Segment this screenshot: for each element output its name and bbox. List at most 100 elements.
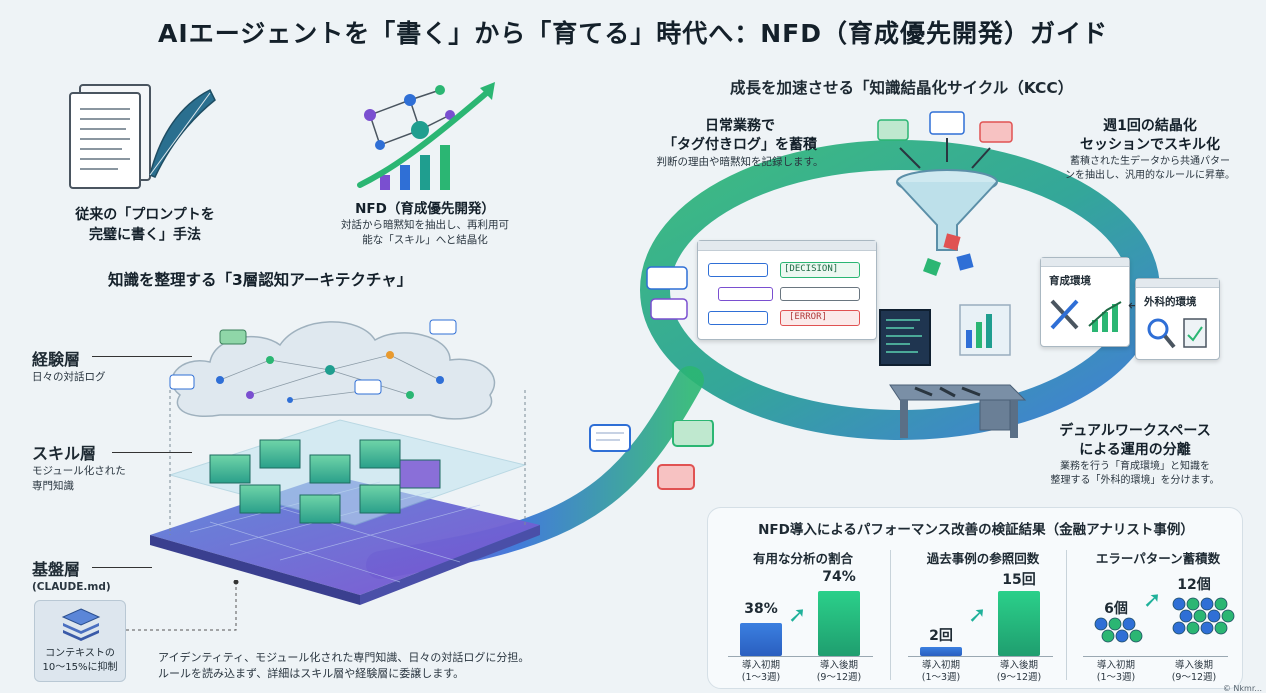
env-b-label: 外科的環境	[1144, 296, 1197, 308]
layer-base-name: 基盤層	[32, 560, 81, 579]
chat-bubble-icon	[646, 266, 688, 320]
step2-title2: セッションでスキル化	[1080, 137, 1220, 153]
period-before: 導入初期(1〜3週)	[726, 660, 796, 684]
three-layer-illustration	[150, 319, 540, 605]
layers-stack-icon	[61, 608, 101, 641]
step2-desc1: 蓄積された生データから共通パター	[1070, 156, 1230, 167]
bar-after	[998, 591, 1040, 656]
network-growth-icon	[357, 82, 495, 190]
period-after: 導入後期(9〜12週)	[984, 660, 1054, 684]
bar-after	[818, 591, 860, 656]
context-line2: 10〜15%に抑制	[42, 662, 118, 673]
error-tag: [ERROR]	[780, 310, 860, 326]
chat-bubble-icon	[589, 420, 714, 490]
context-box: コンテキストの 10〜15%に抑制	[34, 600, 126, 682]
error-cluster-after	[1172, 597, 1235, 635]
nfd-title: NFD（育成優先開発）	[355, 201, 495, 217]
error-cluster-before	[1094, 617, 1143, 643]
env-a-label: 育成環境	[1049, 275, 1091, 287]
period-range: (1〜3週)	[921, 672, 961, 683]
traditional-line2: 完璧に書く」手法	[89, 227, 201, 243]
architecture-footer1: アイデンティティ、モジュール化された専門知識、日々の対話ログに分担。	[158, 651, 530, 664]
paper-feather-icon	[69, 84, 216, 189]
layer-skill-desc1: モジュール化された	[32, 465, 126, 477]
baseline	[908, 656, 1053, 657]
metrics-panel: NFD導入によるパフォーマンス改善の検証結果（金融アナリスト事例） 有用な分析の…	[707, 507, 1243, 689]
metric-column: 有用な分析の割合 38% 74% ➚ 導入初期(1〜3週) 導入後期(9〜12週)	[718, 508, 888, 690]
period-range: (1〜3週)	[741, 672, 781, 683]
page-title: AIエージェントを「書く」から「育てる」時代へ：NFD（育成優先開発）ガイド	[158, 19, 1108, 48]
workstation-icon	[879, 304, 1027, 438]
period-range: (9〜12週)	[816, 672, 862, 683]
metric-divider	[1066, 550, 1067, 680]
leader-line	[92, 567, 152, 568]
layer-base-desc: (CLAUDE.md)	[32, 581, 111, 593]
surgical-env-window: 外科的環境	[1135, 278, 1220, 360]
period-label: 導入初期	[921, 660, 960, 671]
architecture-footer2: ルールを読み込まず、詳細はスキル層や経験層に委譲します。	[158, 667, 465, 680]
period-before: 導入初期(1〜3週)	[906, 660, 976, 684]
period-range: (1〜3週)	[1096, 672, 1136, 683]
context-connector	[126, 580, 239, 631]
tools-icon	[1050, 299, 1122, 332]
period-label: 導入後期	[1174, 660, 1213, 671]
bar-before	[740, 622, 782, 656]
value-before: 6個	[1104, 601, 1128, 617]
period-label: 導入初期	[1096, 660, 1135, 671]
architecture-title: 知識を整理する「3層認知アーキテクチャ」	[108, 271, 413, 289]
value-before: 38%	[744, 600, 778, 617]
leader-line	[92, 356, 192, 357]
tagged-log-panel: [DECISION] [ERROR]	[697, 240, 877, 340]
decision-tag: [DECISION]	[780, 262, 860, 278]
magnifier-icon	[1147, 318, 1207, 349]
value-after: 15回	[1002, 572, 1036, 588]
period-label: 導入後期	[819, 660, 858, 671]
period-label: 導入初期	[741, 660, 780, 671]
metric-name: 有用な分析の割合	[752, 551, 853, 566]
value-before: 2回	[929, 628, 953, 645]
metric-divider	[890, 550, 891, 680]
growth-arrow-icon: ➚	[788, 603, 807, 628]
metric-name: 過去事例の参照回数	[926, 551, 1040, 566]
step2-title1: 週1回の結晶化	[1103, 118, 1197, 134]
step3-desc1: 業務を行う「育成環境」と知識を	[1060, 461, 1210, 472]
traditional-line1: 従来の「プロンプトを	[75, 207, 215, 223]
nurture-env-window: 育成環境	[1040, 257, 1130, 347]
layer-experience-name: 経験層	[32, 350, 81, 369]
nfd-desc1: 対話から暗黙知を抽出し、再利用可	[341, 219, 509, 231]
period-range: (9〜12週)	[1171, 672, 1217, 683]
metrics-title: NFD導入によるパフォーマンス改善の検証結果（金融アナリスト事例）	[758, 522, 1194, 538]
layer-experience-desc: 日々の対話ログ	[32, 371, 106, 383]
layer-skill-desc2: 専門知識	[32, 480, 74, 492]
step2-desc2: ンを抽出し、汎用的なルールに昇華。	[1065, 170, 1235, 181]
leader-line	[112, 452, 192, 453]
growth-arrow-icon: ➚	[968, 603, 987, 628]
growth-arrow-icon: ➚	[1143, 588, 1162, 613]
period-after: 導入後期(9〜12週)	[1159, 660, 1229, 684]
value-after: 12個	[1177, 577, 1211, 593]
step1-title1: 日常業務で	[705, 118, 775, 134]
step3-title2: による運用の分離	[1079, 442, 1191, 458]
step3-desc2: 整理する「外科的環境」を分けます。	[1050, 475, 1220, 486]
step1-title2: 「タグ付きログ」を蓄積	[663, 137, 817, 153]
metric-column: 過去事例の参照回数 2回 15回 ➚ 導入初期(1〜3週) 導入後期(9〜12週)	[898, 508, 1068, 690]
bar-before	[920, 647, 962, 656]
step1-desc: 判断の理由や暗黙知を記録します。	[656, 156, 824, 168]
period-after: 導入後期(9〜12週)	[804, 660, 874, 684]
context-line1: コンテキストの	[45, 648, 115, 659]
metric-column: エラーパターン蓄積数 6個 12個 ➚ 導入初期(1〜3週) 導入後期(9〜12週)	[1073, 508, 1243, 690]
period-label: 導入後期	[999, 660, 1038, 671]
nfd-desc2: 能な「スキル」へと結晶化	[362, 234, 488, 246]
period-range: (9〜12週)	[996, 672, 1042, 683]
baseline	[728, 656, 873, 657]
credit: © Nkmr...	[1222, 684, 1262, 693]
kcc-title: 成長を加速させる「知識結晶化サイクル（KCC）	[730, 79, 1074, 97]
two-way-arrow-icon: ↔	[1128, 298, 1140, 314]
value-after: 74%	[822, 569, 856, 585]
baseline	[1083, 656, 1228, 657]
step3-title1: デュアルワークスペース	[1059, 423, 1211, 439]
period-before: 導入初期(1〜3週)	[1081, 660, 1151, 684]
layer-skill-name: スキル層	[32, 444, 97, 463]
funnel-icon	[877, 111, 1013, 276]
metric-name: エラーパターン蓄積数	[1095, 551, 1221, 566]
